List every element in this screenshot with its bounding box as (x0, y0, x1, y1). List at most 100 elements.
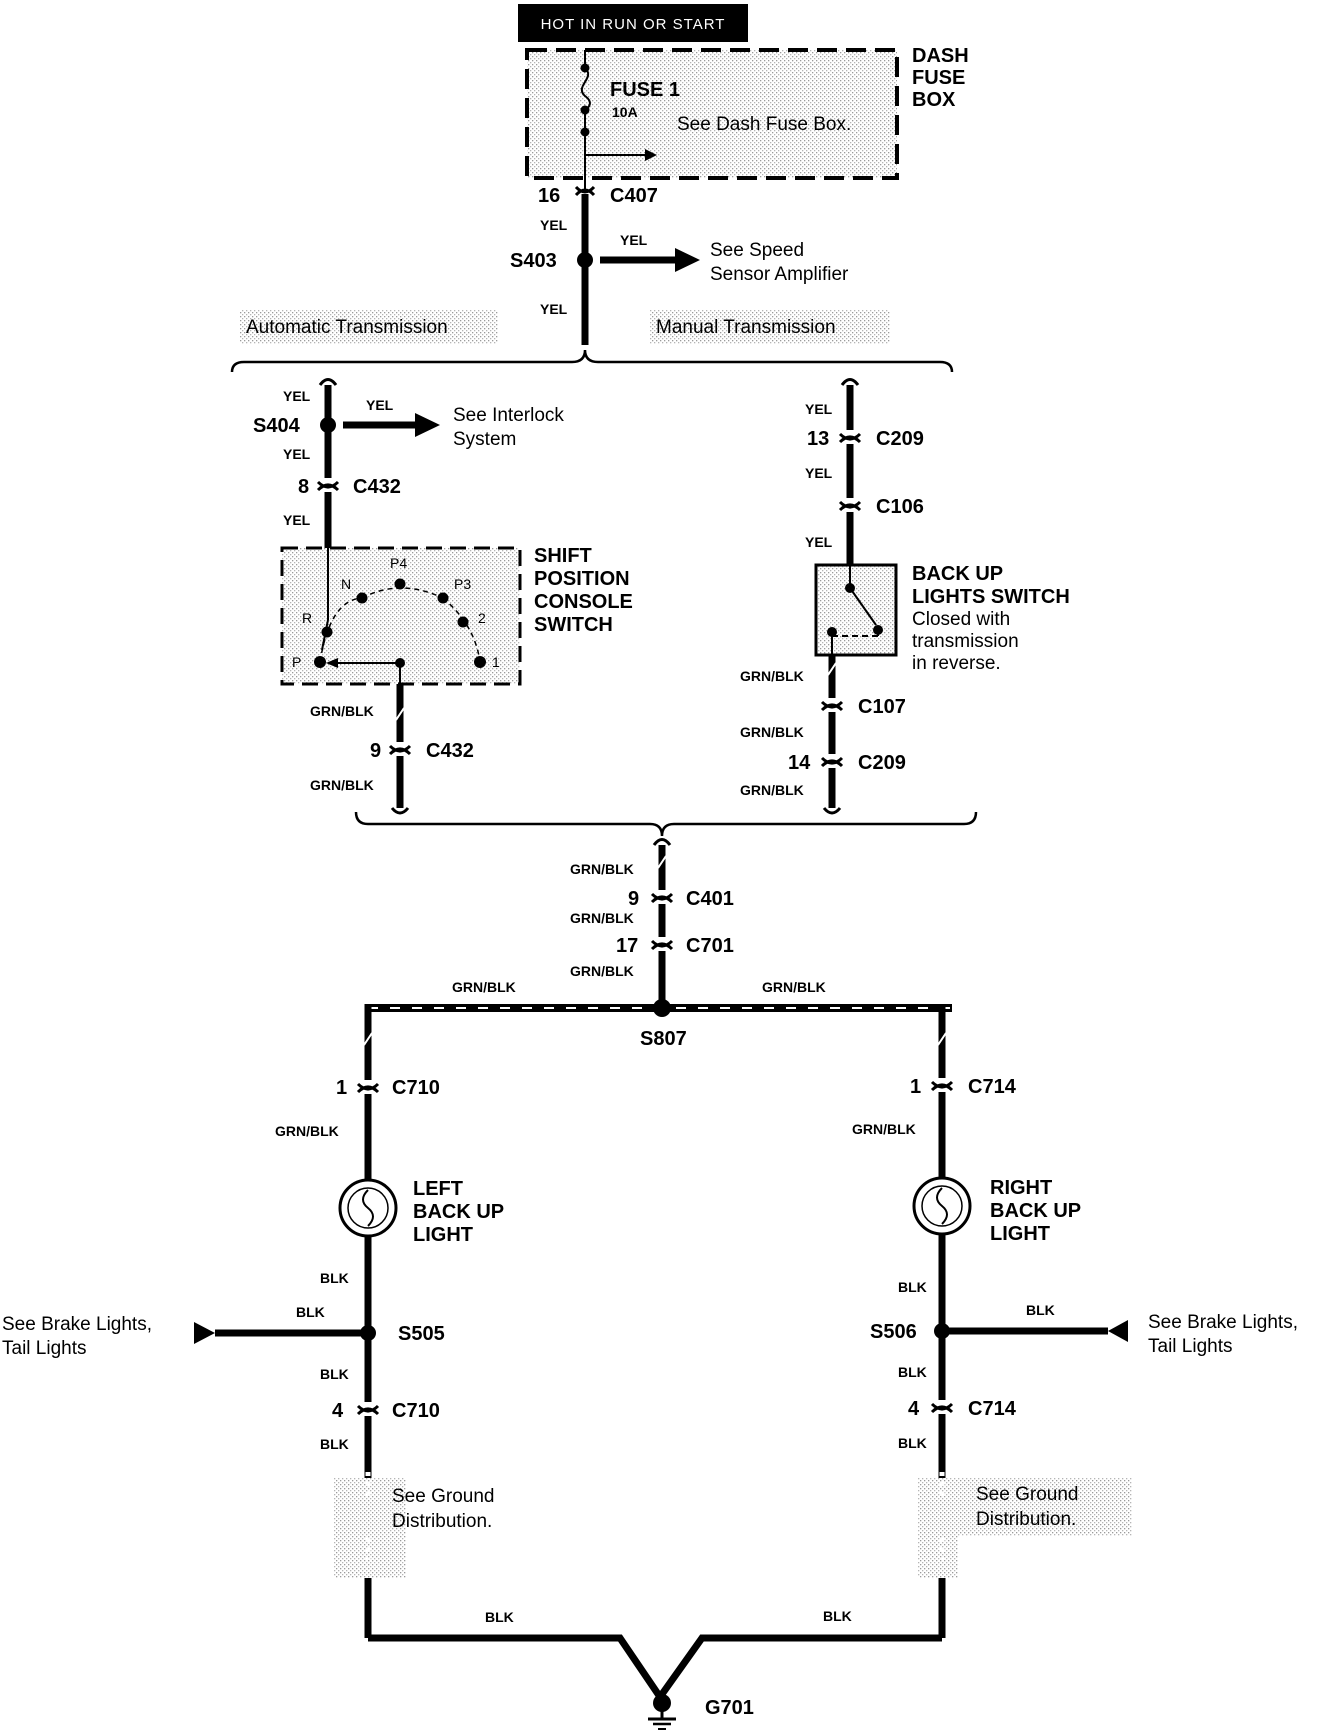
ground-label: G701 (705, 1697, 754, 1719)
diagram-label: LIGHT (413, 1224, 473, 1246)
diagram-label: S807 (640, 1028, 687, 1050)
diagram-label: GRN/BLK (740, 724, 804, 740)
left-back-up-light-bulb-icon (338, 1178, 398, 1238)
diagram-label: 16 (538, 185, 560, 207)
diagram-label: 17 (616, 935, 638, 957)
power-source-banner: HOT IN RUN OR START (518, 4, 748, 42)
diagram-label: P4 (390, 555, 407, 571)
diagram-label: YEL (283, 512, 311, 528)
brake-ref-left-line1: See Brake Lights, (2, 1314, 152, 1335)
connector-c107: C107 (820, 696, 906, 718)
splice-s404: S404 (253, 415, 336, 437)
diagram-label: Closed with (912, 609, 1010, 630)
diagram-label: YEL (805, 401, 833, 417)
diagram-label: BOX (912, 89, 956, 111)
diagram-label: C106 (876, 496, 924, 518)
diagram-label: BLK (320, 1436, 349, 1452)
diagram-label: CONSOLE (534, 591, 633, 613)
branch-brace-bottom (354, 811, 978, 837)
diagram-label: BLK (320, 1270, 349, 1286)
connector-c714-bottom: 4 C714 (908, 1398, 1017, 1420)
splice-s807: S807 (640, 999, 687, 1050)
diagram-label: BLK (1026, 1302, 1055, 1318)
ground-g701-icon (648, 1694, 676, 1730)
connector-c209-top: 13 C209 (807, 428, 924, 450)
diagram-label: BLK (485, 1609, 514, 1625)
diagram-label: P (292, 654, 301, 670)
automatic-transmission-label: Automatic Transmission (246, 317, 448, 338)
diagram-label: BACK UP (912, 563, 1003, 585)
diagram-label: GRN/BLK (570, 963, 634, 979)
splice-s505: S505 (360, 1323, 445, 1345)
diagram-label: SHIFT (534, 545, 592, 567)
connector-c710-top: 1 C710 (336, 1077, 440, 1099)
diagram-label: GRN/BLK (310, 777, 374, 793)
back-up-lights-switch (814, 563, 898, 657)
diagram-label: 9 (628, 888, 639, 910)
diagram-label: BLK (296, 1304, 325, 1320)
diagram-label: BLK (320, 1366, 349, 1382)
diagram-label: YEL (540, 301, 568, 317)
diagram-label: HOT IN RUN OR START (541, 16, 726, 33)
diagram-label: GRN/BLK (275, 1123, 339, 1139)
diagram-label: GRN/BLK (570, 910, 634, 926)
diagram-label: C107 (858, 696, 906, 718)
diagram-label: GRN/BLK (740, 668, 804, 684)
connector-c714-top: 1 C714 (910, 1076, 1017, 1098)
diagram-label: R (302, 610, 312, 626)
connector-c209-bottom: 14 C209 (788, 752, 906, 774)
diagram-label: GRN/BLK (740, 782, 804, 798)
diagram-label: LIGHT (990, 1223, 1050, 1245)
diagram-label: transmission (912, 631, 1019, 652)
diagram-label: C714 (968, 1398, 1017, 1420)
diagram-label: GRN/BLK (570, 861, 634, 877)
branch-brace-top (230, 349, 954, 373)
diagram-label: S404 (253, 415, 301, 437)
diagram-label: BACK UP (413, 1201, 504, 1223)
diagram-label: S403 (510, 250, 557, 272)
diagram-label: YEL (283, 388, 311, 404)
diagram-label: RIGHT (990, 1177, 1052, 1199)
dash-fuse-box: DASH FUSE BOX FUSE 1 10A See Dash Fuse B… (525, 45, 969, 180)
connector-c432-bottom: 9 C432 (370, 740, 474, 762)
diagram-label: 14 (788, 752, 811, 774)
speed-ref-line1: See Speed (710, 240, 804, 261)
fuse-name: FUSE 1 (610, 79, 680, 101)
diagram-label: BLK (898, 1364, 927, 1380)
diagram-label: GRN/BLK (452, 979, 516, 995)
brake-ref-right-line1: See Brake Lights, (1148, 1312, 1298, 1333)
splice-s506: S506 (870, 1321, 950, 1343)
diagram-label: 2 (478, 610, 486, 626)
diagram-label: YEL (805, 465, 833, 481)
manual-transmission-label: Manual Transmission (656, 317, 836, 338)
diagram-label: 4 (332, 1400, 344, 1422)
diagram-label: BLK (823, 1608, 852, 1624)
diagram-label: GRN/BLK (310, 703, 374, 719)
diagram-label: P3 (454, 576, 471, 592)
diagram-label: 1 (492, 654, 500, 670)
fuse-rating: 10A (612, 104, 638, 120)
diagram-label: 13 (807, 428, 829, 450)
connector-c401: 9 C401 (628, 888, 734, 910)
diagram-label: C432 (426, 740, 474, 762)
fuse-1-icon (580, 50, 657, 178)
diagram-label: 9 (370, 740, 381, 762)
diagram-label: 8 (298, 476, 309, 498)
diagram-label: S505 (398, 1323, 445, 1345)
diagram-label: LEFT (413, 1178, 463, 1200)
interlock-ref-line1: See Interlock (453, 405, 564, 426)
diagram-label: DASH (912, 45, 969, 67)
diagram-label: GRN/BLK (852, 1121, 916, 1137)
diagram-label: YEL (283, 446, 311, 462)
ground-ref-right-line1: See Ground (976, 1484, 1078, 1505)
ground-ref-left-line1: See Ground (392, 1486, 494, 1507)
ground-ref-right-line2: Distribution. (976, 1509, 1076, 1530)
diagram-label: C209 (876, 428, 924, 450)
diagram-label: C710 (392, 1077, 440, 1099)
diagram-label: LIGHTS SWITCH (912, 586, 1070, 608)
diagram-label: C407 (610, 185, 658, 207)
diagram-label: GRN/BLK (762, 979, 826, 995)
speed-ref-line2: Sensor Amplifier (710, 264, 849, 285)
right-back-up-light-bulb-icon (912, 1176, 972, 1236)
